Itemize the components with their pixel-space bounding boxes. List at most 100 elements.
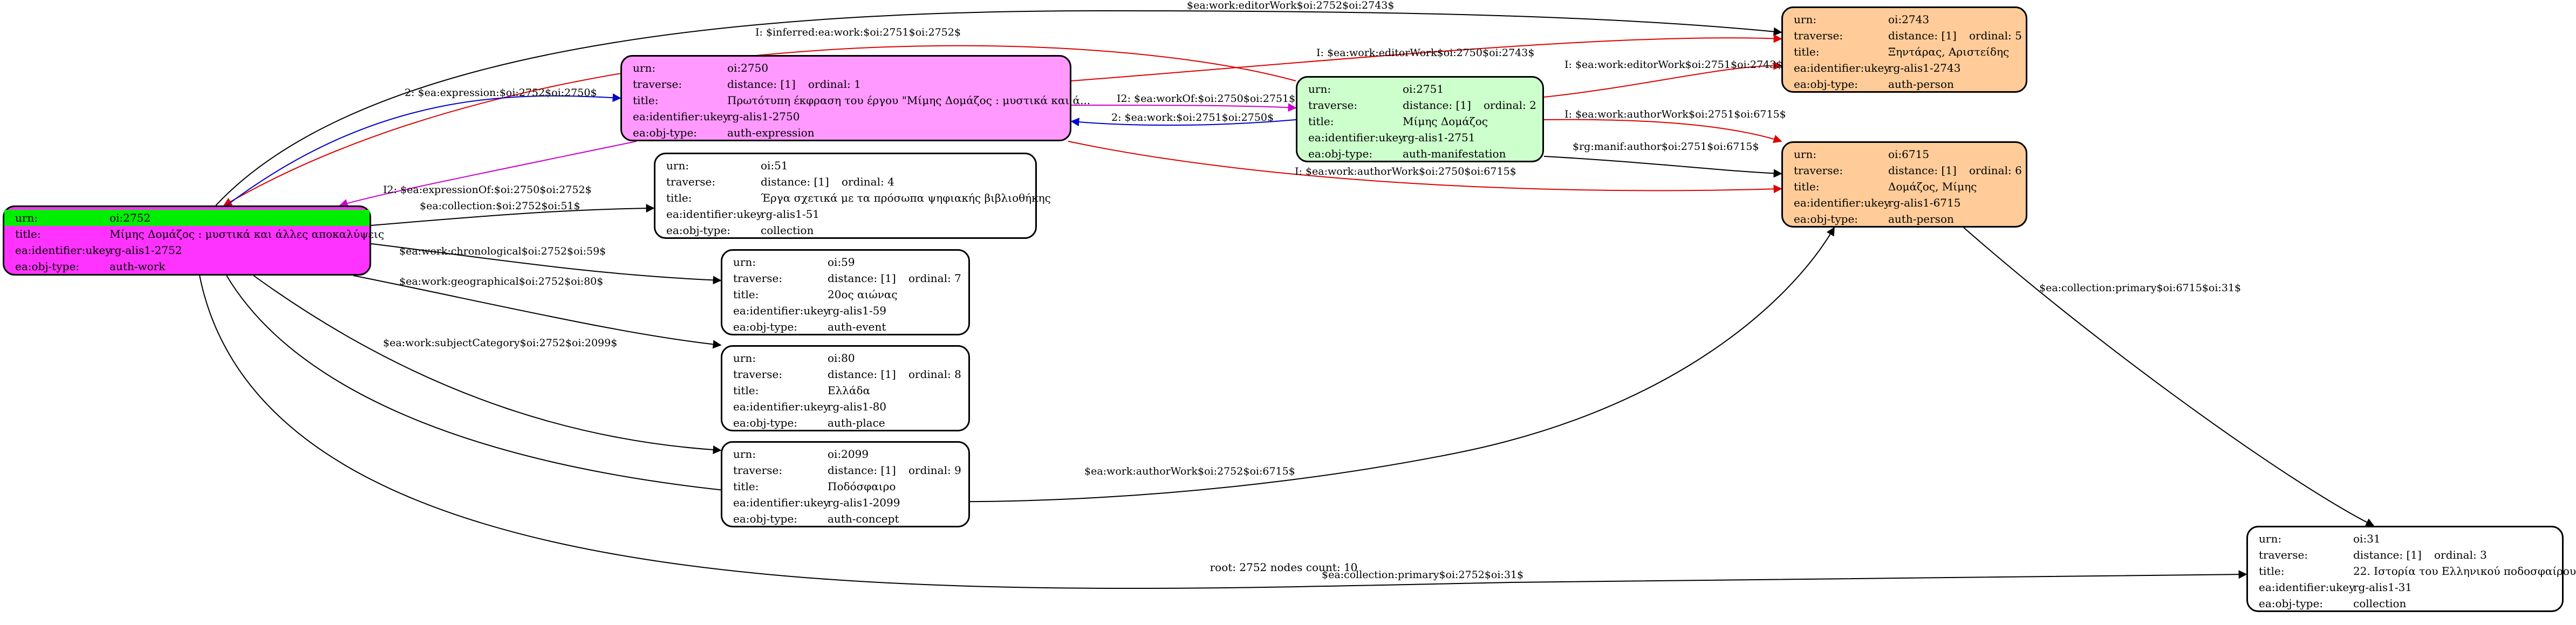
edge-e8 [1543, 61, 1782, 98]
node-field-value: rg-alis1-59 [828, 304, 887, 317]
node-field-value: rg-alis1-6715 [1888, 196, 1961, 209]
edge-e14 [353, 275, 722, 349]
node-field-value: auth-person [1888, 78, 1954, 91]
node-field-value: Ποδόσφαιρο [828, 480, 896, 493]
node-field-value: auth-work [110, 260, 166, 273]
node-row: title:Μίμης Δομάζος [1297, 113, 1542, 129]
node-field-key: urn: [2259, 532, 2282, 545]
node-row: traverse:distance: [1]ordinal: 1 [622, 76, 1070, 92]
node-row: ea:obj-type: auth-manifestation [1297, 146, 1542, 162]
node-field-key: ea:obj-type: [2259, 597, 2324, 610]
node-field-value: oi:2099 [828, 448, 869, 461]
node-field-key: ea:identifier:ukey [633, 110, 729, 123]
node-field-value: distance: [1]ordinal: 7 [828, 270, 968, 286]
node-field-value: auth-expression [727, 126, 815, 139]
node-field-key: ea:obj-type: [733, 512, 798, 525]
node-field-key: title: [633, 94, 659, 107]
node-field-value: auth-person [1888, 212, 1954, 225]
node-field-key: urn: [1308, 83, 1331, 95]
node-field-value: distance: [1]ordinal: 2 [1403, 97, 1542, 113]
node-row: title: Ποδόσφαιρο [722, 478, 968, 494]
node-field-value: auth-manifestation [1403, 147, 1506, 160]
node-field-key: ea:identifier:ukey [15, 244, 112, 257]
node-row: title:Δομάζος, Μίμης [1783, 178, 2026, 195]
node-field-key: title: [2259, 565, 2285, 578]
node-field-key: urn: [15, 211, 38, 224]
node-field-value: Μίμης Δομάζος [1403, 115, 1488, 128]
edge-label: I: $ea:work:authorWork$oi:2750$oi:6715$ [1295, 166, 1516, 177]
edge-e6 [1071, 103, 1297, 112]
edge-e13 [371, 243, 722, 285]
node-field-value: rg-alis1-2743 [1888, 61, 1961, 74]
edge-label: $ea:work:editorWork$oi:2752$oi:2743$ [1187, 0, 1394, 11]
node-row: urn:oi:2751 [1297, 81, 1542, 97]
node-row: urn:oi:2750 [622, 60, 1070, 76]
node-field-key: traverse: [733, 368, 783, 381]
node-row: urn: oi:2752 [4, 210, 370, 226]
node-field-key: traverse: [733, 464, 783, 477]
node-field-value: oi:2750 [727, 61, 769, 74]
node-ordinal: ordinal: 8 [908, 368, 961, 381]
node-field-value: distance: [1]ordinal: 8 [828, 366, 968, 382]
node-row: ea:obj-type:auth-work [4, 258, 370, 274]
node-ordinal: ordinal: 4 [842, 175, 894, 188]
node-field-key: ea:obj-type: [666, 224, 731, 237]
node-field-value: collection [2353, 597, 2407, 610]
node-field-value: auth-event [828, 320, 886, 333]
node-field-key: title: [733, 480, 759, 493]
node-field-value: oi:6715 [1888, 148, 1930, 161]
edge-e4 [339, 141, 637, 208]
node-row: traverse:distance: [1]ordinal: 5 [1783, 28, 2026, 44]
node-field-value: oi:2752 [110, 211, 151, 224]
node-field-value: auth-place [828, 416, 885, 429]
node-field-key: title: [1794, 180, 1820, 193]
node-field-key: ea:obj-type: [1308, 147, 1373, 160]
node-ordinal: ordinal: 3 [2434, 548, 2487, 561]
node-field-value: distance: [1]ordinal: 9 [828, 462, 968, 478]
node-distance: distance: [1] [2353, 548, 2422, 561]
node-field-value: Μίμης Δομάζος : μυστικά και άλλες αποκαλ… [110, 228, 385, 241]
node-field-value: distance: [1]ordinal: 6 [1888, 162, 2026, 178]
node-field-value: rg-alis1-2099 [828, 496, 900, 509]
node-field-key: ea:identifier:ukey [1308, 131, 1405, 144]
node-field-key: ea:identifier:ukey [2259, 581, 2355, 594]
node-field-key: traverse: [1794, 29, 1843, 42]
node-row: ea:obj-type:auth-person [1783, 211, 2026, 227]
node-row: title:22. Ιστορία του Ελληνικού ποδοσφαί… [2248, 563, 2576, 579]
node-field-key: ea:obj-type: [733, 320, 798, 333]
node-row: title:Ξηντάρας, Αριστείδης [1783, 44, 2026, 60]
node-field-key: traverse: [2259, 548, 2308, 561]
node-ordinal: ordinal: 7 [908, 272, 961, 285]
edge-label: I: $ea:work:editorWork$oi:2751$oi:2743$ [1564, 59, 1782, 71]
node-row: title:Πρωτότυπη έκφραση του έργου "Μίμης… [622, 92, 1090, 108]
node-field-value: rg-alis1-80 [828, 400, 887, 413]
node-field-key: traverse: [666, 175, 716, 188]
node-field-key: title: [666, 191, 692, 204]
edge-label: 2: $ea:work:$oi:2751$oi:2750$ [1111, 112, 1274, 123]
edge-label: I: $ea:work:editorWork$oi:2750$oi:2743$ [1316, 47, 1534, 59]
node-field-key: ea:identifier:ukey [666, 208, 763, 221]
node-field-value: distance: [1]ordinal: 1 [727, 76, 1070, 92]
node-field-key: title: [733, 288, 759, 301]
node-field-key: ea:obj-type: [633, 126, 698, 139]
node-field-value: auth-concept [828, 512, 899, 525]
node-field-key: urn: [1794, 148, 1817, 161]
node-field-key: ea:identifier:ukey [1794, 196, 1890, 209]
node-row: urn: oi:6715 [1783, 146, 2026, 162]
node-ordinal: ordinal: 1 [808, 78, 861, 91]
node-row: traverse:distance: [1]ordinal: 7 [722, 270, 968, 286]
edge-label: I2: $ea:expressionOf:$oi:2750$oi:2752$ [383, 184, 592, 196]
node-field-key: ea:identifier:ukey [733, 304, 830, 317]
